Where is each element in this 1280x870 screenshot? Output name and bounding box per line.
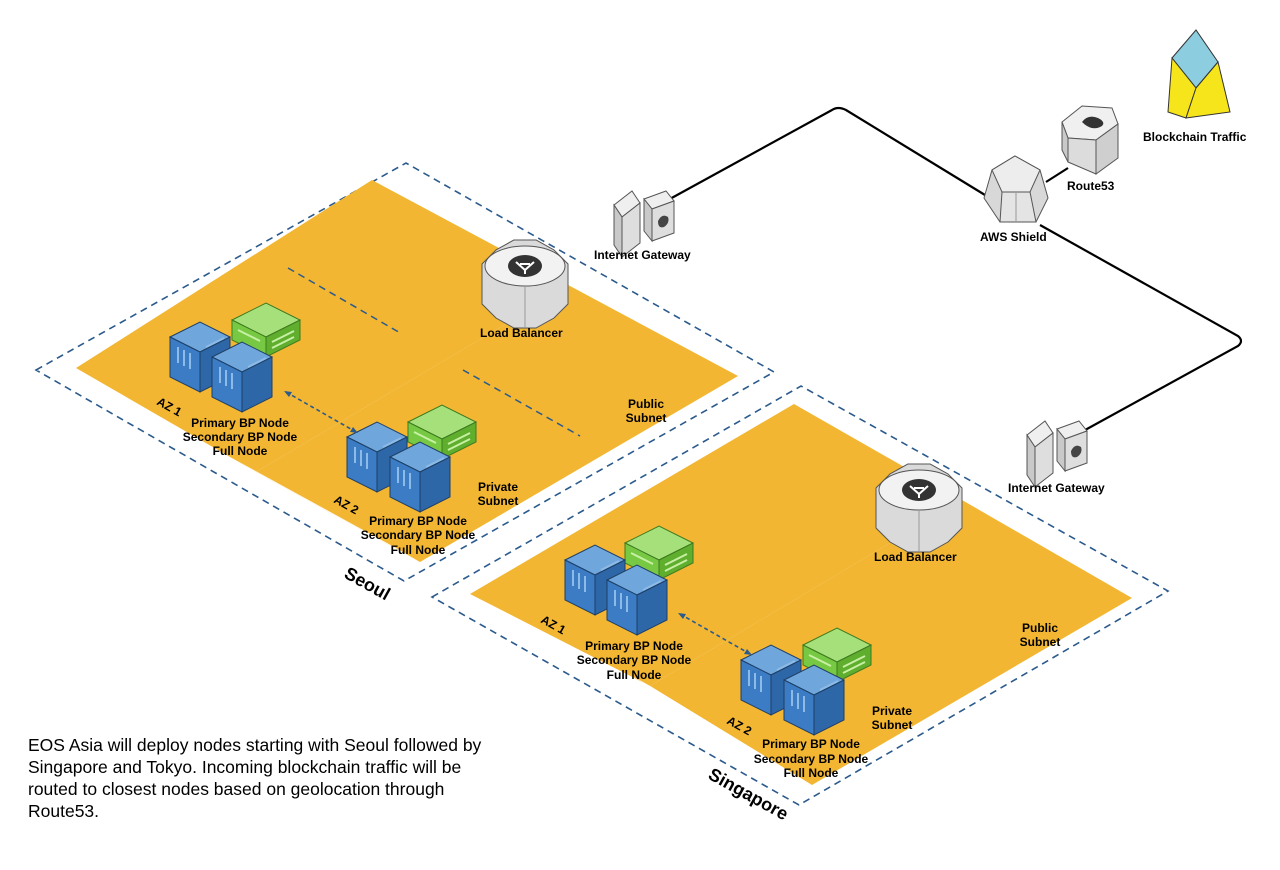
secondary-node-icon [783,664,845,736]
az1-node-full: Full Node [213,444,268,458]
region-boundary-singapore [430,385,1170,806]
route53-label: Route53 [1067,179,1115,193]
load-balancer-icon [875,463,963,553]
load-balancer-label: Load Balancer [480,326,563,340]
az2-node-primary: Primary BP Node [762,737,860,751]
public-subnet-label-line2: Subnet [1020,635,1061,649]
region-seoul: Load Balancer AZ 1 Primary BP Node Secon… [34,162,776,604]
subnet-az2-seoul [256,286,738,562]
blockchain-traffic-label: Blockchain Traffic [1143,130,1247,144]
az2-node-full: Full Node [391,543,446,557]
traffic-line-singapore [1039,224,1243,436]
secondary-node-icon [211,341,273,413]
region-boundary-seoul [34,162,776,582]
private-subnet-label-line2: Subnet [872,718,913,732]
blockchain-traffic-icon [1167,29,1231,119]
caption-text: EOS Asia will deploy nodes starting with… [28,735,482,821]
region-label-singapore: Singapore [705,764,792,824]
route53-icon [1061,105,1119,175]
az2-node-full: Full Node [784,766,839,780]
az2-node-secondary: Secondary BP Node [361,528,476,542]
subnet-divider-singapore [626,672,812,785]
private-subnet-label: Private [872,704,912,718]
aws-shield-icon [983,155,1049,223]
az1-node-primary: Primary BP Node [191,416,289,430]
route53-to-shield-line [1045,167,1069,183]
internet-gateway-label-seoul: Internet Gateway [594,248,691,262]
region-singapore: Load Balancer AZ 1 Primary BP Node Secon… [430,385,1170,824]
az2-node-secondary: Secondary BP Node [754,752,869,766]
subnet-az1-singapore [470,404,962,686]
load-balancer-icon [481,239,569,329]
subnet-az1-seoul [76,180,570,472]
az1-node-secondary: Secondary BP Node [183,430,298,444]
aws-shield-label: AWS Shield [980,230,1047,244]
az2-node-primary: Primary BP Node [369,514,467,528]
az1-node-full: Full Node [607,668,662,682]
internet-gateway-icon [1026,420,1088,488]
internet-gateway-label-singapore: Internet Gateway [1008,481,1105,495]
region-label-seoul: Seoul [341,563,394,604]
private-subnet-label: Private [478,480,518,494]
traffic-line-seoul [667,106,986,201]
public-subnet-label: Public [628,397,664,411]
subnet-divider-seoul [232,458,420,562]
private-subnet-label-line2: Subnet [478,494,519,508]
az1-node-secondary: Secondary BP Node [577,653,692,667]
secondary-node-icon [389,441,451,513]
load-balancer-label: Load Balancer [874,550,957,564]
az1-node-primary: Primary BP Node [585,639,683,653]
secondary-node-icon [606,564,668,636]
public-subnet-label: Public [1022,621,1058,635]
public-subnet-label-line2: Subnet [626,411,667,425]
